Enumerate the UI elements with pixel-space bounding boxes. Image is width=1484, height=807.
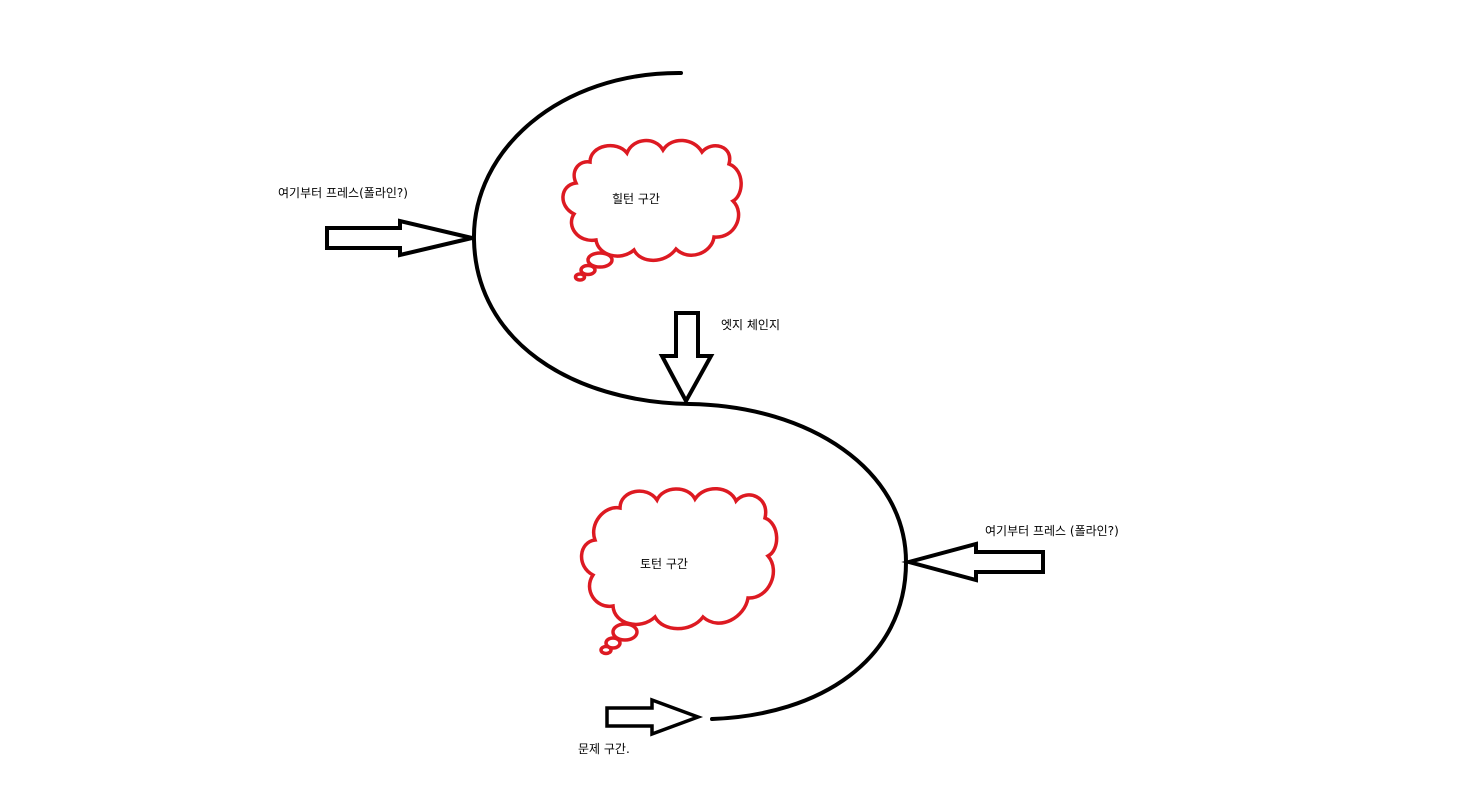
- turn-path-curve: [471, 70, 909, 721]
- problem-zone-arrow: [605, 697, 704, 737]
- press-arrow-right: [901, 541, 1045, 583]
- heel-zone-label: 힐턴 구간: [612, 192, 660, 206]
- problem-zone-label: 문제 구간.: [578, 742, 630, 756]
- press-left-label: 여기부터 프레스(폴라인?): [278, 186, 408, 200]
- press-arrow-left: [325, 218, 473, 258]
- edge-change-arrow: [658, 311, 715, 406]
- toe-zone-cloud: [579, 487, 779, 656]
- press-right-label: 여기부터 프레스 (폴라인?): [985, 524, 1119, 538]
- toe-zone-label: 토턴 구간: [640, 557, 688, 571]
- edge-change-label: 엣지 체인지: [721, 318, 781, 332]
- heel-zone-cloud: [561, 138, 743, 282]
